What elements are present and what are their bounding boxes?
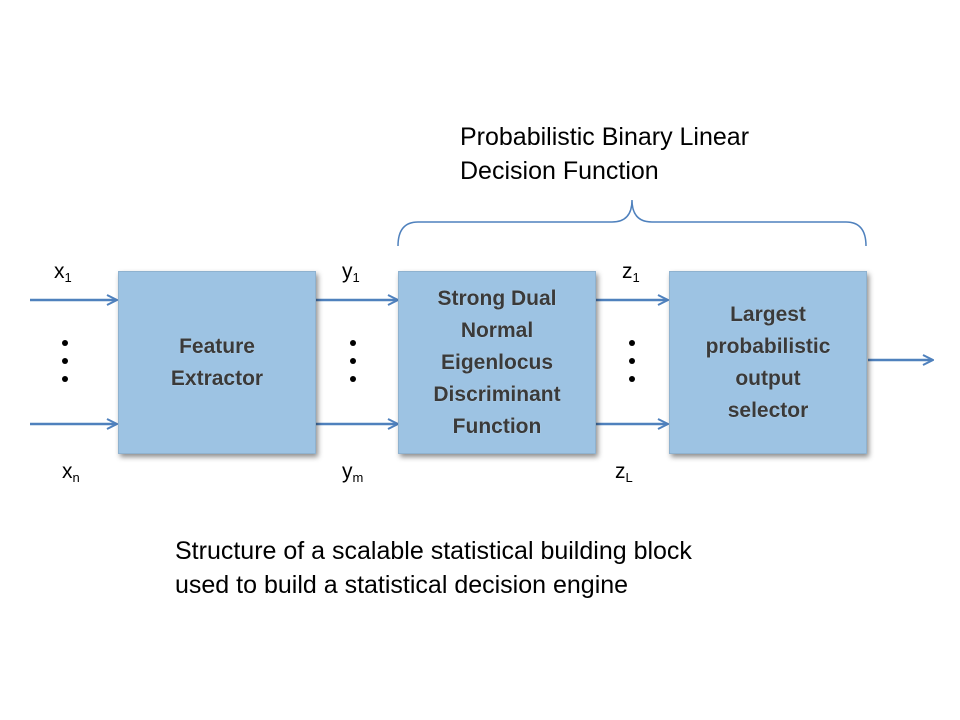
signal-label-x1: x1	[54, 260, 72, 290]
discriminant-label-line4: Discriminant	[433, 382, 561, 406]
ellipsis-z	[629, 340, 635, 382]
selector-label-line2: probabilistic	[705, 334, 831, 358]
discriminant-block: Strong Dual Normal Eigenlocus Discrimina…	[398, 271, 596, 454]
discriminant-label-line5: Function	[452, 414, 542, 438]
feature-extractor-label-line2: Extractor	[170, 366, 264, 390]
selector-block: Largest probabilistic output selector	[669, 271, 867, 454]
selector-label-line1: Largest	[730, 302, 806, 326]
signal-x1-sub: 1	[64, 270, 72, 285]
signal-label-zL: zL	[615, 460, 633, 490]
ellipsis-x	[62, 340, 68, 382]
signal-y1-sub: 1	[352, 270, 360, 285]
curly-brace	[397, 199, 867, 247]
discriminant-label-line3: Eigenlocus	[440, 350, 554, 374]
signal-z1-sub: 1	[632, 270, 640, 285]
discriminant-label-line2: Normal	[460, 318, 534, 342]
diagram-caption: Structure of a scalable statistical buil…	[175, 534, 692, 602]
signal-label-z1: z1	[622, 260, 640, 290]
selector-label-line4: selector	[727, 398, 809, 422]
signal-label-xn: xn	[62, 460, 80, 490]
signal-y1-base: y	[342, 260, 353, 283]
signal-x1-base: x	[54, 260, 65, 283]
signal-z1-base: z	[622, 260, 633, 283]
signal-label-y1: y1	[342, 260, 360, 290]
signal-ym-sub: m	[352, 470, 364, 485]
signal-ym-base: y	[342, 460, 353, 483]
discriminant-label-line1: Strong Dual	[437, 286, 557, 310]
function-title-line2: Decision Function	[460, 157, 659, 185]
caption-line2: used to build a statistical decision eng…	[175, 571, 629, 599]
function-title-line1: Probabilistic Binary Linear	[460, 123, 750, 151]
feature-extractor-label-line1: Feature	[179, 334, 255, 358]
signal-xn-base: x	[62, 460, 73, 483]
feature-extractor-block: Feature Extractor	[118, 271, 316, 454]
ellipsis-y	[350, 340, 356, 382]
signal-zL-base: z	[615, 460, 626, 483]
caption-line1: Structure of a scalable statistical buil…	[175, 537, 692, 565]
selector-label-line3: output	[735, 366, 801, 390]
signal-zL-sub: L	[625, 470, 633, 485]
signal-label-ym: ym	[342, 460, 363, 490]
signal-xn-sub: n	[72, 470, 80, 485]
function-title: Probabilistic Binary Linear Decision Fun…	[460, 120, 749, 188]
